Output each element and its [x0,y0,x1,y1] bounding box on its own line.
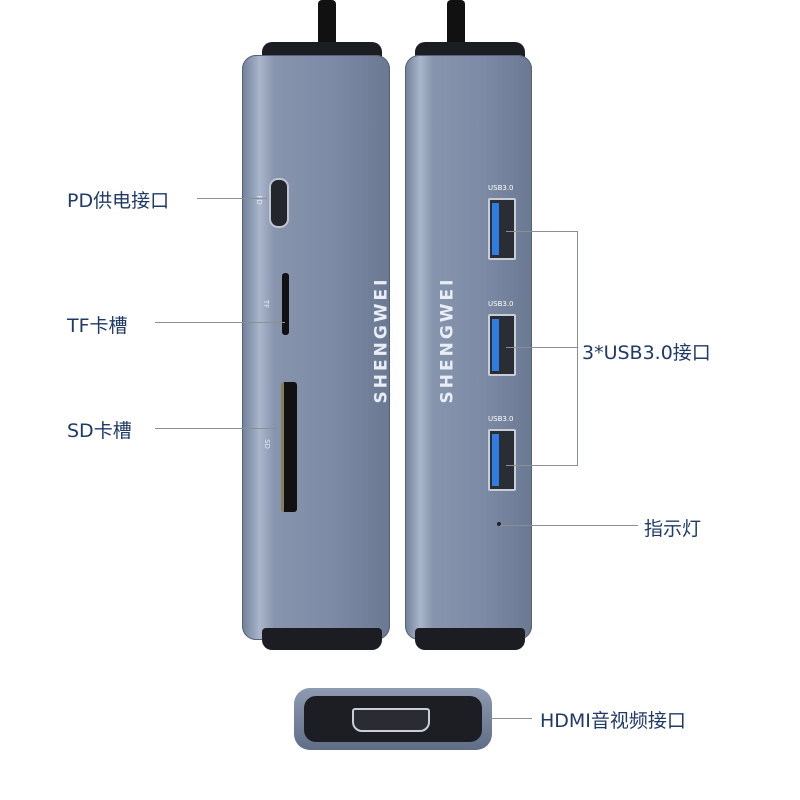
usb-leader-line [506,347,577,348]
tf-label: TF卡槽 [67,315,128,337]
usb-mark: USB3.0 [488,300,514,308]
brand-logo: SHENGWEI [437,276,458,404]
usb-leader-line [506,465,577,466]
sd-label: SD卡槽 [67,420,132,442]
pd-mark: PD [254,195,263,205]
bottom-cap [262,628,382,650]
usb-port-1 [488,198,516,260]
hub-body [242,55,390,640]
tf-leader-line [155,322,285,323]
pd-leader-line [197,198,267,199]
usb-bracket [577,231,578,466]
hdmi-leader-line [490,718,532,719]
usb-port-2 [488,314,516,376]
hdmi-end-view [294,688,492,750]
usb-mark: USB3.0 [488,415,514,423]
pd-label: PD供电接口 [67,190,170,212]
indicator-label: 指示灯 [644,518,702,540]
usb-label: 3*USB3.0接口 [582,342,711,364]
bottom-cap [415,628,525,650]
sd-slot [281,382,297,512]
indicator-leader-line [500,525,638,526]
sd-leader-line [155,428,277,429]
hdmi-port [352,708,430,732]
usb-mark: USB3.0 [488,184,514,192]
indicator-led [497,522,501,526]
right-cable [447,0,465,50]
tf-mark: TF [262,299,271,309]
left-cable [318,0,336,50]
sd-mark: SD [262,439,271,449]
tf-slot [282,273,289,335]
usb-c-port [269,178,289,228]
usb-leader-line [506,231,577,232]
usb-port-3 [488,429,516,491]
brand-logo: SHENGWEI [371,276,392,404]
hdmi-label: HDMI音视频接口 [540,710,686,732]
